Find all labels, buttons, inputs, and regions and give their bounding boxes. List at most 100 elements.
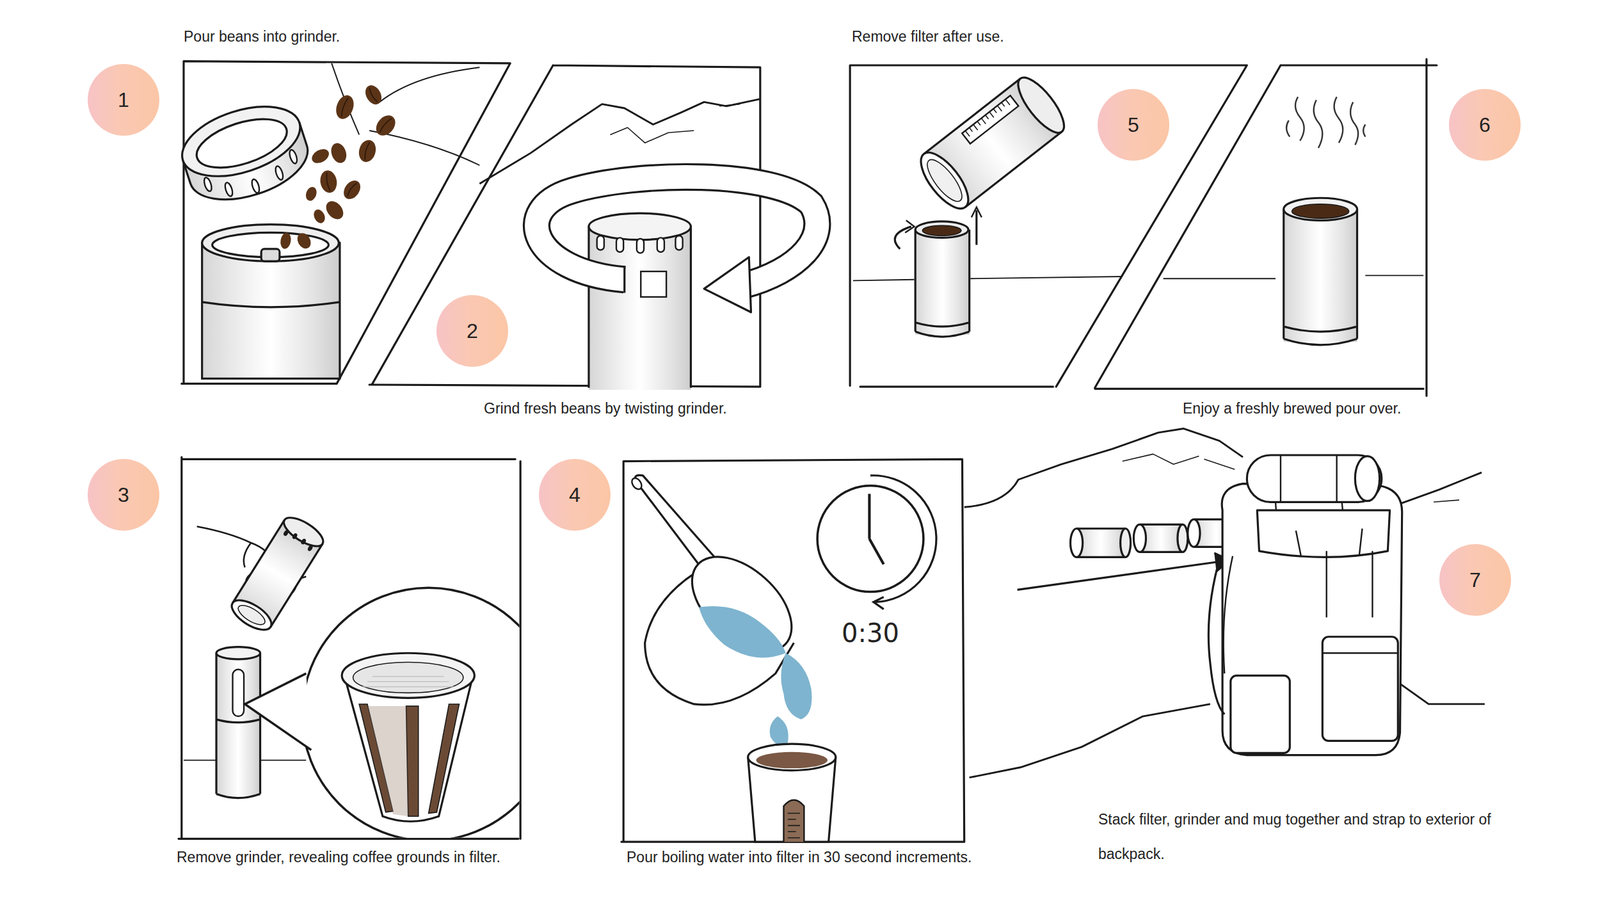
filter-tube-part — [961, 95, 1019, 144]
steam — [1286, 96, 1366, 148]
panel-frames-part — [1095, 58, 1437, 396]
filter-stand-part — [232, 669, 245, 717]
step-caption: Enjoy a freshly brewed pour over. — [1182, 399, 1401, 418]
mug-part — [1283, 209, 1358, 342]
grinder-lid-part-part — [224, 181, 235, 198]
horizon-line-part — [853, 276, 1123, 281]
filter-stand-part — [216, 652, 261, 798]
backpack — [1208, 455, 1402, 756]
grinder-held-part — [235, 601, 269, 629]
step-caption: Pour beans into grinder. — [183, 27, 340, 46]
step-number: 6 — [1479, 114, 1491, 136]
grinder-twist-part — [588, 226, 691, 390]
filter-cone-part — [362, 676, 454, 687]
step-number: 1 — [117, 89, 130, 111]
coffee-beans — [279, 82, 399, 251]
stacked-cylinders-part — [1076, 528, 1126, 558]
small-cup-part — [922, 225, 962, 236]
stacked-cylinders-part — [1120, 528, 1131, 558]
rotation-arrow-part — [536, 176, 818, 286]
horizon-line — [853, 276, 1123, 281]
mountain-lines-part — [1122, 453, 1235, 470]
step-number-circle: 6 — [1448, 88, 1521, 161]
grinder-held — [227, 512, 328, 636]
coffee-beans-part — [279, 231, 292, 250]
small-cup-part — [915, 229, 970, 332]
rotation-arrow — [536, 176, 818, 312]
filter-cone-part — [353, 662, 464, 694]
grinder-body-part — [261, 248, 280, 262]
grinder-held-part-part — [300, 537, 307, 545]
magnifier-callout-part — [245, 673, 312, 751]
grinder-lid-part-part — [273, 165, 285, 181]
clock-part — [870, 475, 937, 603]
backpack-part — [1208, 556, 1225, 715]
mug-part — [1283, 197, 1358, 221]
stacked-cylinders-part — [1133, 524, 1146, 552]
clock-part — [869, 494, 884, 565]
grinder-twist-part — [597, 235, 683, 253]
rotation-arrow-part — [623, 266, 626, 293]
grinder-lid-part — [202, 149, 304, 208]
filter-tube — [912, 71, 1072, 216]
step-caption: Grind fresh beans by twisting grinder. — [483, 399, 728, 418]
grinder-body — [202, 224, 340, 379]
grinder-body-part — [202, 242, 340, 379]
bean-creases-part — [325, 172, 331, 192]
bean-creases-part — [339, 97, 349, 118]
step-number-circle: 7 — [1439, 544, 1512, 616]
coffee-beans-part — [318, 168, 339, 194]
filter-cone — [341, 652, 475, 822]
step-number: 2 — [466, 320, 479, 342]
filter-cone-part — [341, 652, 475, 698]
mountain-lines-part — [964, 428, 1243, 508]
cup-part — [787, 813, 800, 838]
bean-chute-lines-part — [379, 67, 480, 102]
bean-chute-lines-part — [331, 63, 360, 136]
filter-tube-part — [912, 145, 977, 216]
steam-part — [1313, 99, 1323, 148]
step-caption: Remove filter after use. — [851, 27, 1005, 46]
coffee-beans-part — [372, 111, 400, 139]
stack-arrow-part — [1017, 561, 1223, 591]
filter-stand-part — [216, 652, 261, 796]
mug-part — [1283, 209, 1358, 339]
coffee-beans-part — [340, 177, 365, 203]
grinder-twist-part-part — [657, 237, 665, 252]
saucepan-part — [674, 538, 809, 670]
clock-part — [873, 597, 884, 610]
filter-tube-part — [1010, 71, 1072, 139]
hand-part — [243, 542, 251, 568]
steam-part — [1334, 96, 1344, 143]
mountain-lines-part — [1400, 683, 1485, 704]
grinder-held-part — [227, 594, 276, 636]
grinder-twist-part-part — [675, 235, 683, 250]
twist-lift-arrows-part — [975, 209, 978, 245]
backpack-part — [1223, 556, 1233, 674]
mug-part — [1291, 204, 1349, 219]
backpack-part — [1326, 551, 1373, 618]
coffee-beans-part — [311, 207, 328, 225]
rotation-arrow-part — [704, 257, 751, 313]
cup-part — [748, 743, 836, 770]
steam-part — [1295, 96, 1305, 141]
coffee-beans-part — [322, 197, 347, 223]
grinder-twist-part — [588, 213, 691, 240]
filter-tube-part — [965, 99, 1010, 137]
stacked-cylinders — [1070, 519, 1245, 557]
cup-part — [783, 800, 804, 842]
magnifier-callout — [245, 587, 520, 838]
coffee-beans-part — [328, 140, 349, 166]
small-cup-part — [915, 331, 970, 337]
grinder-twist — [588, 213, 691, 390]
backpack-part — [1322, 652, 1398, 654]
grinder-held-part-part — [291, 532, 298, 540]
filter-cone-part — [367, 705, 409, 816]
twist-lift-arrows — [894, 207, 982, 249]
magnifier-callout-part — [302, 587, 520, 838]
coffee-beans-part — [332, 92, 357, 122]
mountain-line-part — [609, 104, 740, 144]
grinder-lid-part-part — [202, 176, 214, 192]
mountain-lines-part — [1433, 499, 1460, 502]
grinder-twist-part-part — [616, 237, 624, 252]
